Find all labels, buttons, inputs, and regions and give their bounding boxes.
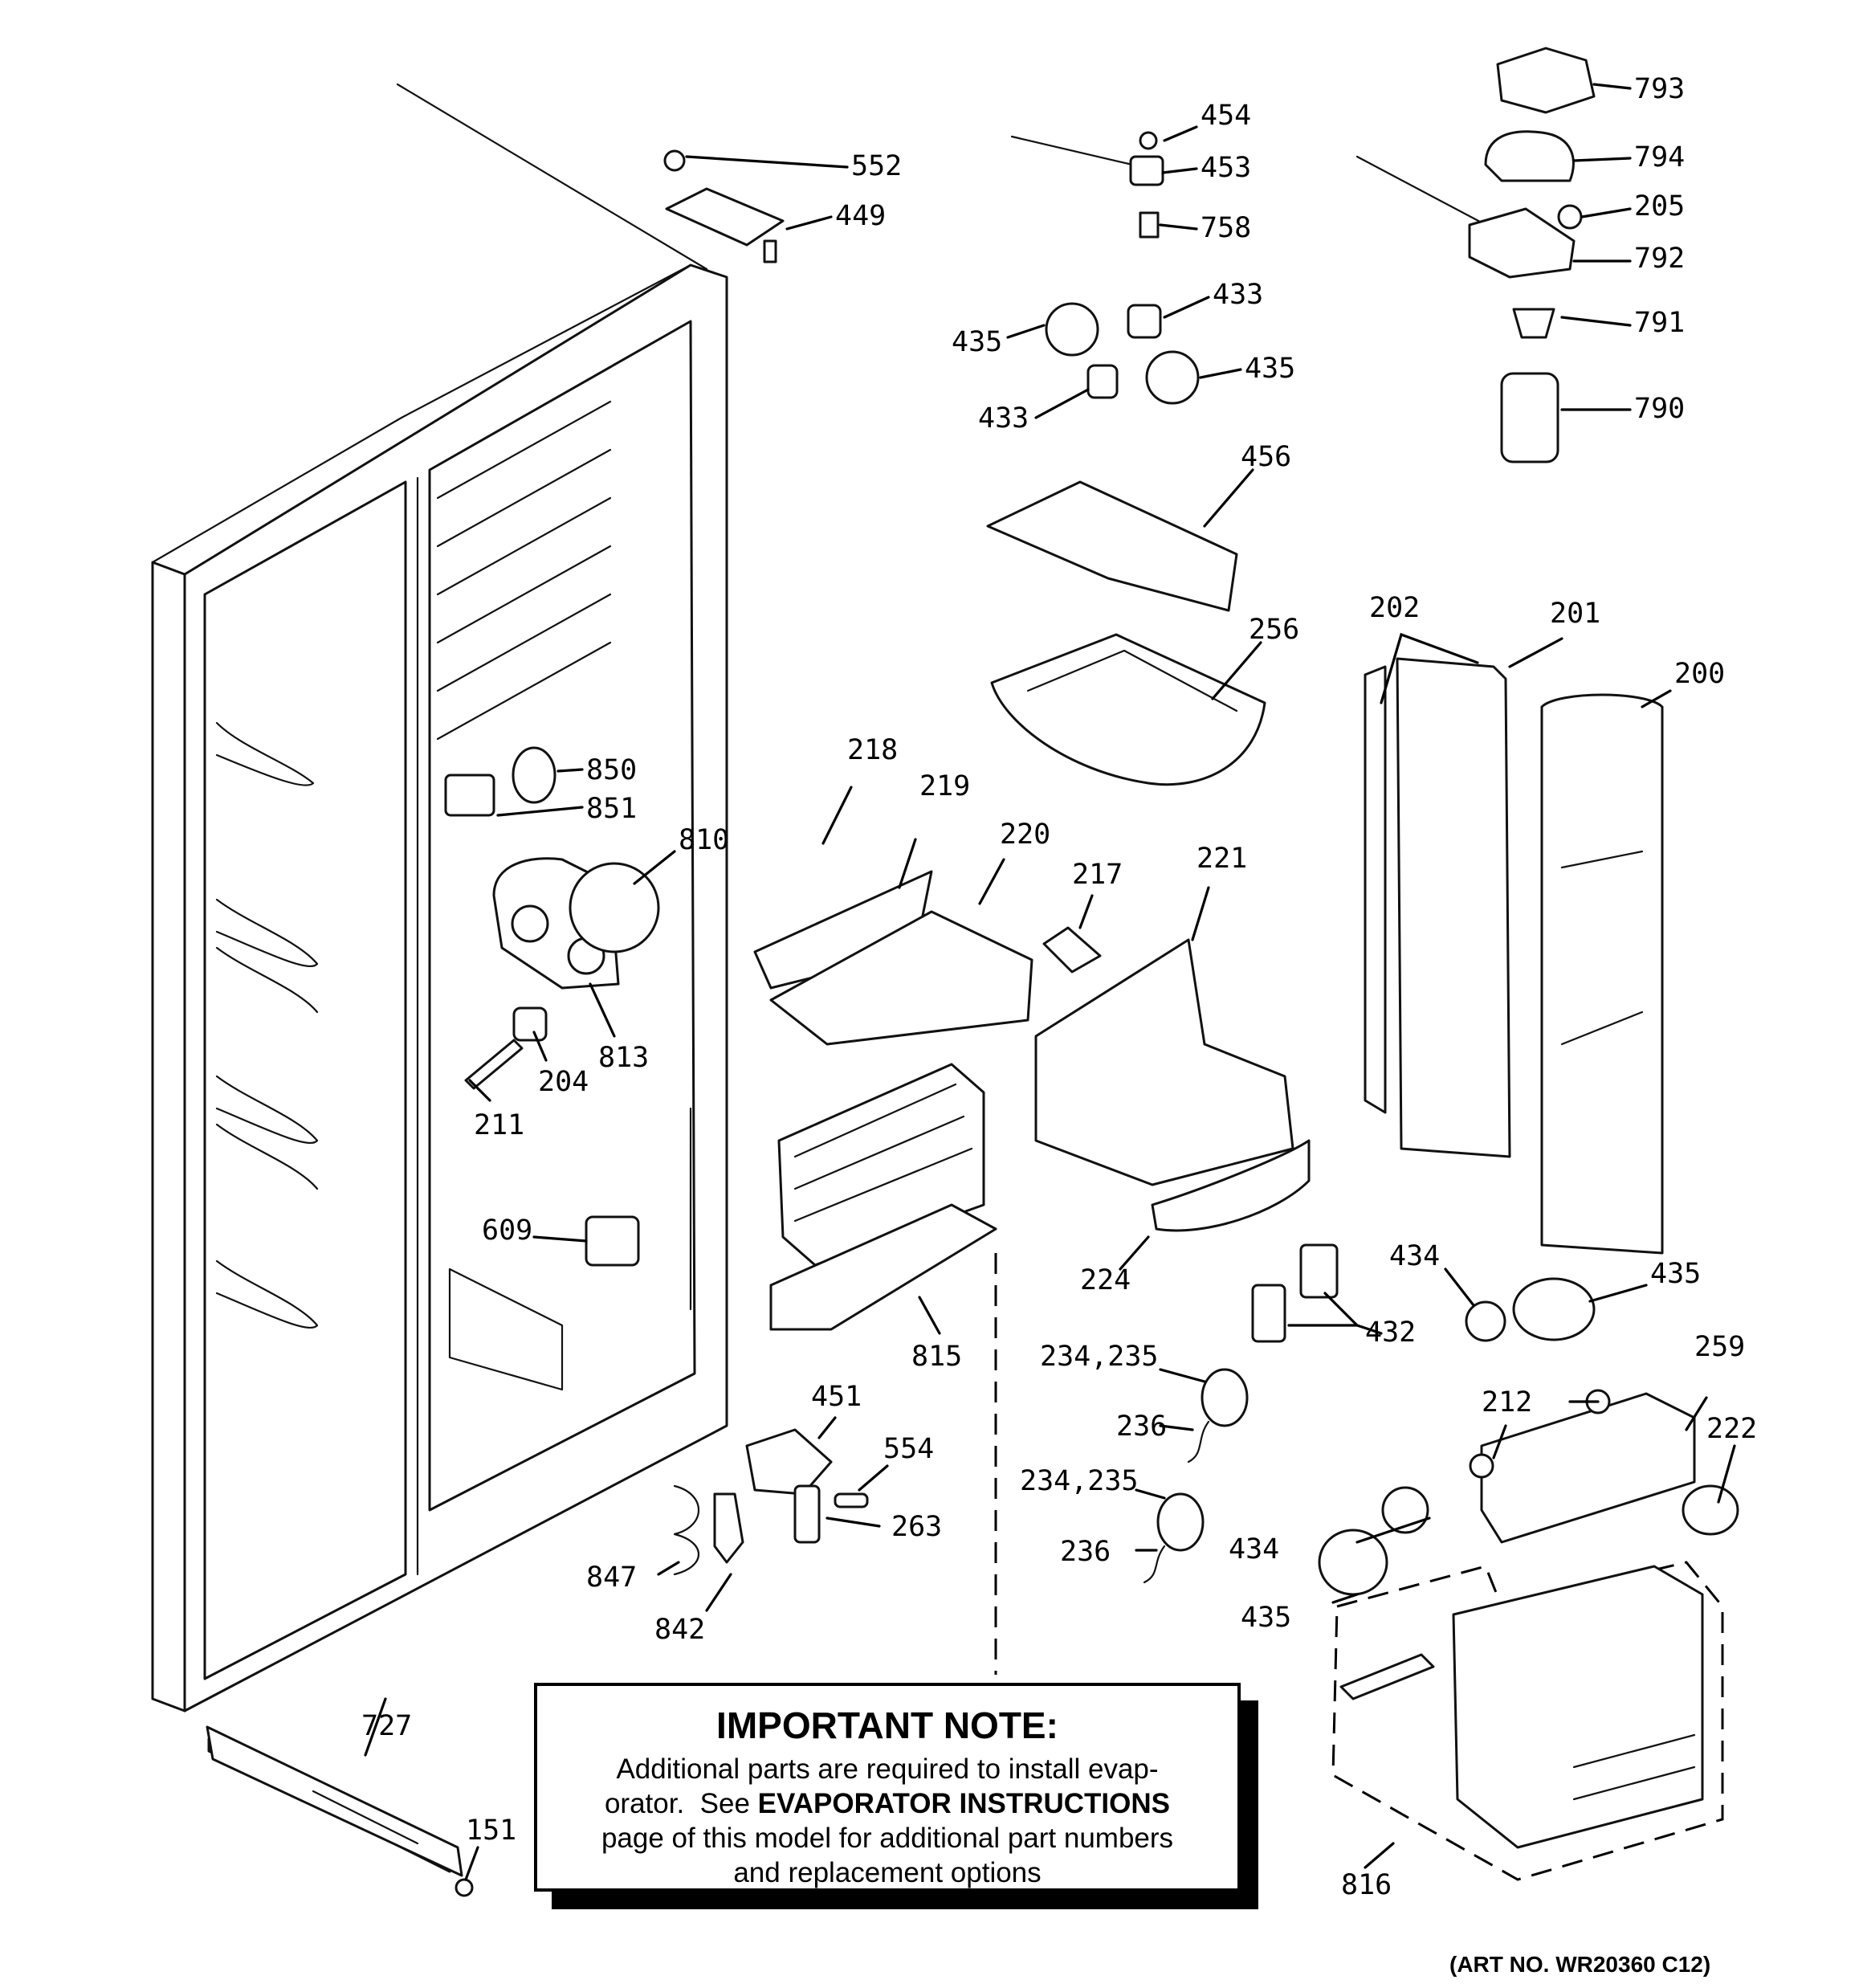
freezer-rear-panels xyxy=(1364,657,1664,1255)
callout-218: 218 xyxy=(847,734,898,766)
callout-259: 259 xyxy=(1694,1331,1745,1363)
callout-200: 200 xyxy=(1674,658,1725,690)
callout-609: 609 xyxy=(482,1214,532,1247)
callout-435-bottom: 435 xyxy=(1241,1602,1291,1634)
bottom-grille xyxy=(206,1725,463,1877)
lower-hinge-parts xyxy=(673,1428,869,1576)
top-hinge xyxy=(663,149,785,263)
callout-433-upper: 433 xyxy=(1213,279,1263,311)
callout-791: 791 xyxy=(1634,307,1685,339)
callout-217: 217 xyxy=(1072,859,1123,891)
note-line-2-prefix: orator. See xyxy=(604,1788,758,1819)
callout-204: 204 xyxy=(538,1066,589,1098)
evaporator-instructions-emphasis: EVAPORATOR INSTRUCTIONS xyxy=(757,1788,1171,1819)
callout-236-lower: 236 xyxy=(1060,1536,1111,1568)
callout-758: 758 xyxy=(1201,212,1251,244)
callout-554: 554 xyxy=(883,1433,934,1465)
callout-451: 451 xyxy=(811,1381,862,1413)
callout-793: 793 xyxy=(1634,73,1685,105)
callout-222: 222 xyxy=(1706,1413,1757,1445)
lower-light-sockets xyxy=(1251,1243,1596,1596)
light-shield-456-part xyxy=(986,480,1238,612)
art-number: (ART NO. WR20360 C12) xyxy=(1449,1952,1710,1977)
light-socket-assembly xyxy=(1010,131,1200,405)
callout-263: 263 xyxy=(891,1511,942,1543)
callout-433-lower: 433 xyxy=(978,402,1029,435)
leader-lines xyxy=(364,83,1736,1881)
callout-labels: 552 449 454 453 758 433 435 435 433 456 … xyxy=(361,73,1757,1977)
note-line-4: and replacement options xyxy=(733,1857,1042,1888)
refrigerator-cabinet xyxy=(151,83,728,1873)
note-body: Additional parts are required to install… xyxy=(537,1752,1237,1890)
callout-847: 847 xyxy=(586,1561,637,1594)
callout-202: 202 xyxy=(1369,592,1420,624)
fan-motor-assembly xyxy=(444,746,660,1090)
callout-219: 219 xyxy=(919,770,970,802)
callout-435-right: 435 xyxy=(1245,353,1295,385)
callout-449: 449 xyxy=(835,200,886,232)
callout-794: 794 xyxy=(1634,141,1685,173)
callout-205: 205 xyxy=(1634,190,1685,222)
callout-435-lower-right: 435 xyxy=(1650,1258,1701,1290)
callout-201: 201 xyxy=(1550,598,1600,630)
callout-552: 552 xyxy=(851,150,902,182)
callout-151: 151 xyxy=(466,1815,516,1847)
light-lens-256-part xyxy=(990,633,1266,786)
callout-220: 220 xyxy=(1000,818,1050,851)
callout-256: 256 xyxy=(1249,614,1299,646)
callout-813: 813 xyxy=(598,1042,649,1074)
important-note-box: IMPORTANT NOTE: Additional parts are req… xyxy=(534,1683,1241,1892)
callout-236-upper: 236 xyxy=(1116,1410,1167,1443)
callout-851: 851 xyxy=(586,793,637,825)
callout-435-left: 435 xyxy=(952,326,1002,358)
note-title: IMPORTANT NOTE: xyxy=(716,1704,1058,1746)
callout-234-235-upper: 234,235 xyxy=(1040,1341,1159,1373)
callout-810: 810 xyxy=(679,824,729,856)
water-filter-assembly xyxy=(1355,47,1596,463)
callout-212: 212 xyxy=(1482,1386,1532,1419)
callout-453: 453 xyxy=(1201,152,1251,184)
callout-234-235-lower: 234,235 xyxy=(1020,1465,1139,1497)
note-line-3: page of this model for additional part n… xyxy=(601,1823,1174,1854)
icemaker-parts xyxy=(753,870,1311,1232)
callout-211: 211 xyxy=(474,1109,524,1141)
evaporator-assembly xyxy=(585,1063,997,1331)
callout-454: 454 xyxy=(1201,100,1251,132)
clip-parts xyxy=(1143,1368,1249,1584)
callout-842: 842 xyxy=(654,1614,705,1646)
callout-816: 816 xyxy=(1341,1869,1392,1901)
callout-815: 815 xyxy=(911,1341,962,1373)
screw-151-part xyxy=(455,1878,474,1897)
callout-434-lower: 434 xyxy=(1229,1533,1279,1565)
callout-456: 456 xyxy=(1241,441,1291,473)
callout-727: 727 xyxy=(361,1710,412,1742)
note-line-2: orator. See EVAPORATOR INSTRUCTIONS xyxy=(537,1786,1237,1821)
callout-850: 850 xyxy=(586,754,637,786)
callout-790: 790 xyxy=(1634,393,1685,425)
callout-432: 432 xyxy=(1365,1316,1416,1349)
note-line-1: Additional parts are required to install… xyxy=(616,1753,1159,1785)
callout-792: 792 xyxy=(1634,243,1685,275)
callout-224: 224 xyxy=(1080,1264,1131,1296)
callout-434-upper: 434 xyxy=(1389,1240,1440,1272)
callout-221: 221 xyxy=(1196,843,1247,875)
control-housing-assembly xyxy=(994,1253,1739,1881)
